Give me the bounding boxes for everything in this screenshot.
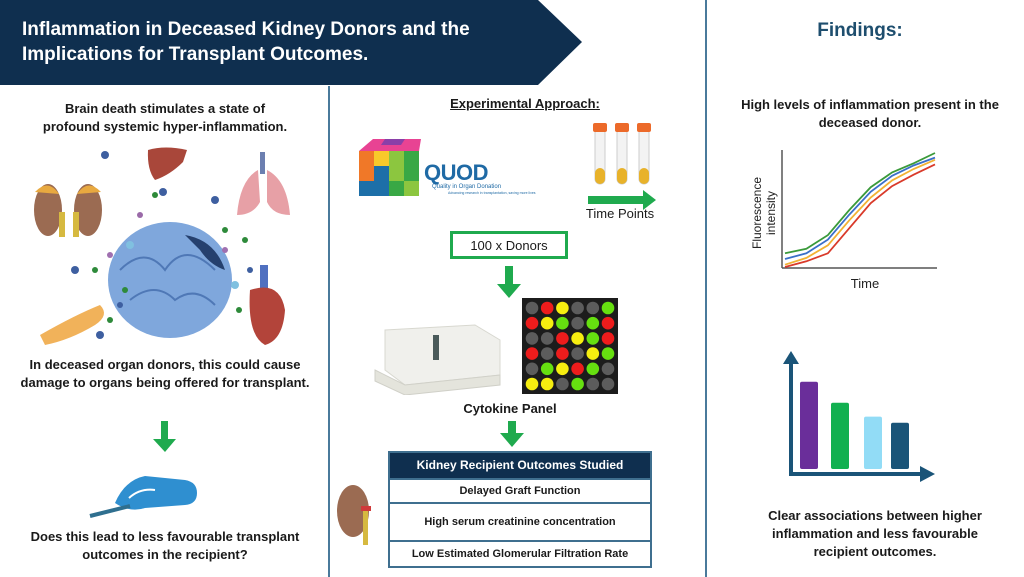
- sample-tubes-icon: [593, 123, 651, 185]
- banner-arrow-shape: [0, 0, 582, 85]
- donors-box: 100 x Donors: [450, 231, 568, 259]
- outcome-row: High serum creatinine concentration: [390, 502, 650, 540]
- findings-title: Findings:: [817, 20, 903, 41]
- cytokine-spot-yellow: [571, 332, 584, 345]
- surgeon-hand-scalpel-icon: [89, 476, 197, 518]
- cytokine-spot-red: [556, 347, 569, 360]
- tube-2: [615, 123, 629, 185]
- y-axis-label-line-1: Fluorescence: [750, 177, 764, 249]
- cytokine-spot-red: [556, 332, 569, 345]
- quod-logo-tagline: Advancing research in transplantation, s…: [448, 191, 536, 195]
- cytokine-dots: [71, 151, 253, 339]
- bar-chart: [783, 351, 935, 482]
- cytokine-spot-red: [540, 301, 554, 315]
- cytokine-spot-yellow: [556, 301, 569, 315]
- cytokine-spot-green: [571, 377, 584, 391]
- cytokine-spot-green: [601, 347, 615, 360]
- cytokine-spot-yellow: [556, 362, 569, 376]
- cytokine-spot-red: [601, 316, 615, 330]
- cytokine-spot-gray: [586, 377, 600, 391]
- time-points-label: Time Points: [585, 206, 655, 221]
- bar-2: [831, 402, 849, 469]
- damage-text: In deceased organ donors, this could cau…: [20, 357, 310, 390]
- cytokine-spot-gray: [571, 347, 584, 360]
- experimental-approach-title: Experimental Approach:: [400, 96, 650, 111]
- cytokine-spot-gray: [540, 347, 554, 360]
- question-text: Does this lead to less favourable transp…: [30, 529, 300, 562]
- cytokine-spot-gray: [571, 301, 584, 315]
- series-line-red: [784, 163, 936, 268]
- outcome-row: Delayed Graft Function: [390, 478, 650, 502]
- cytokine-spot-gray: [571, 316, 584, 330]
- arrow-down-icon: [497, 266, 521, 298]
- bar-4: [891, 422, 909, 469]
- bar-3: [864, 416, 882, 469]
- title-colon: :: [595, 96, 600, 111]
- cytokine-spot-red: [571, 362, 584, 376]
- outcomes-table: Kidney Recipient Outcomes Studied Delaye…: [388, 451, 652, 568]
- series-line-orange: [784, 158, 936, 266]
- cytokine-spot-red: [601, 332, 615, 345]
- x-axis-arrow-icon: [920, 466, 935, 482]
- kidneys-icon: [34, 184, 102, 237]
- arrow-down-icon: [153, 421, 176, 452]
- finding-2-text: Clear associations between higher inflam…: [768, 508, 982, 559]
- intro-text: Brain death stimulates a state of profou…: [42, 101, 288, 134]
- cytokine-spot-yellow: [525, 377, 539, 391]
- y-axis-label: Fluorescenceintensity: [750, 177, 778, 249]
- quod-logo-cube-icon: [359, 139, 421, 196]
- luminex-analyser-icon: [374, 324, 501, 395]
- tube-1: [593, 123, 607, 185]
- cytokine-panel-label: Cytokine Panel: [463, 401, 557, 416]
- heart-icon: [249, 265, 285, 345]
- lungs-icon: [237, 152, 290, 215]
- divider-right: [705, 0, 707, 577]
- experimental-approach-label: Experimental Approach: [450, 96, 596, 111]
- cytokine-spot-gray: [601, 377, 615, 391]
- kidney-icon: [337, 485, 371, 545]
- x-axis-label: Time: [851, 276, 879, 291]
- time-arrow-icon: [588, 190, 656, 210]
- title-banner: Inflammation in Deceased Kidney Donors a…: [0, 0, 585, 86]
- cytokine-spot-gray: [601, 362, 615, 376]
- outcomes-table-header: Kidney Recipient Outcomes Studied: [390, 453, 650, 478]
- cytokine-spot-green: [586, 362, 600, 376]
- tube-3: [637, 123, 651, 185]
- cytokine-spot-green: [586, 332, 600, 345]
- arrow-down-icon: [500, 421, 524, 447]
- y-axis-label-line-2: intensity: [764, 191, 778, 235]
- cytokine-spot-green: [601, 301, 615, 315]
- quod-logo-text: QUOD: [424, 160, 489, 185]
- cytokine-spot-gray: [556, 377, 569, 391]
- cytokine-spot-gray: [586, 301, 600, 315]
- cytokine-spot-green: [540, 362, 554, 376]
- cytokine-spot-gray: [540, 332, 554, 345]
- page-title: Inflammation in Deceased Kidney Donors a…: [22, 19, 470, 65]
- cytokine-spot-gray: [525, 301, 539, 315]
- finding-1-text: High levels of inflammation present in t…: [741, 97, 999, 130]
- series-line-blue: [784, 156, 936, 260]
- outcome-row: Low Estimated Glomerular Filtration Rate: [390, 540, 650, 566]
- brain-icon: [108, 222, 232, 338]
- pancreas-icon: [40, 305, 104, 345]
- divider-left: [328, 86, 330, 577]
- cytokine-spot-red: [525, 316, 539, 330]
- cytokine-spot-gray: [525, 362, 539, 376]
- cytokine-spot-yellow: [540, 377, 554, 391]
- organ-illustration: [34, 147, 290, 345]
- liver-icon: [147, 147, 187, 180]
- series-line-green: [784, 152, 936, 255]
- bar-1: [800, 381, 818, 469]
- cytokine-array-grid: [522, 298, 618, 394]
- cytokine-spot-green: [586, 316, 600, 330]
- cytokine-spot-gray: [525, 332, 539, 345]
- cytokine-spot-green: [556, 316, 569, 330]
- line-chart: Time Fluorescenceintensity: [750, 150, 937, 291]
- cytokine-spot-red: [525, 347, 539, 360]
- quod-logo-subtitle: Quality in Organ Donation: [432, 184, 502, 190]
- cytokine-spot-yellow: [586, 347, 600, 360]
- cytokine-spot-yellow: [540, 316, 554, 330]
- y-axis-arrow-icon: [783, 351, 799, 364]
